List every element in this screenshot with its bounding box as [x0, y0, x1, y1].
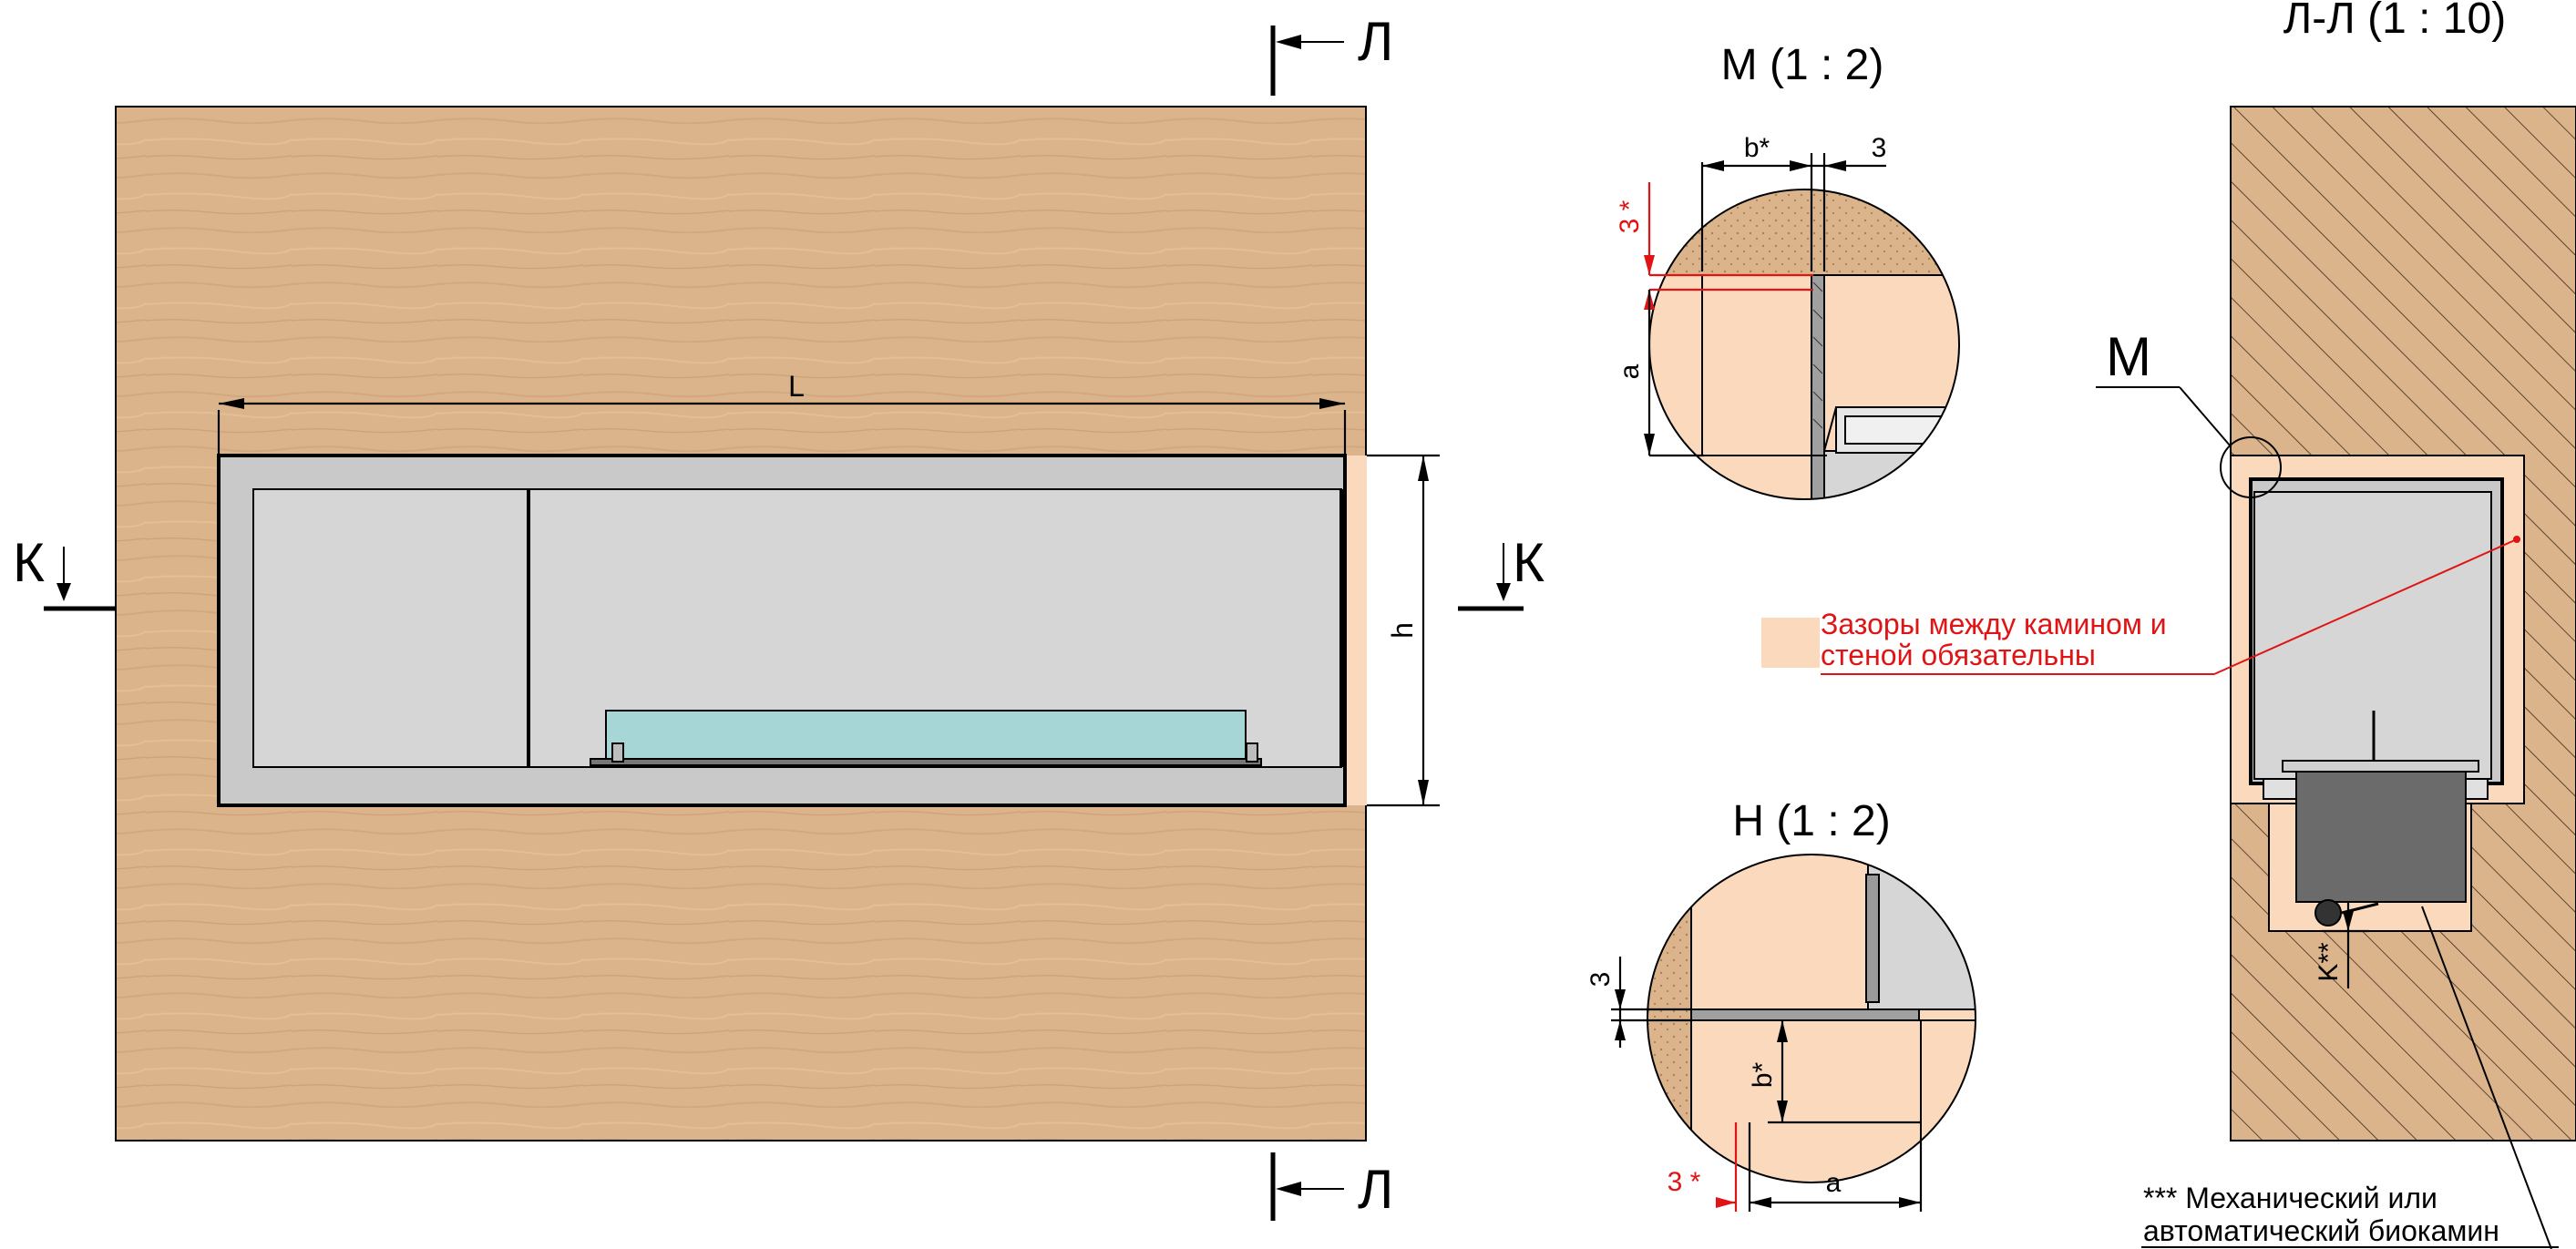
section-L-top: Л — [1270, 11, 1393, 96]
burner-note-line2: автоматический биокамин — [2143, 1214, 2499, 1247]
gap-swatch — [1761, 618, 1820, 668]
detail-M-dim-a: a — [1615, 363, 1645, 379]
section-L-bottom: Л — [1270, 1152, 1393, 1221]
detail-M-dim-b: b* — [1744, 133, 1770, 163]
section-K-left-label: К — [13, 532, 45, 593]
burner-note-line1: *** Механический или — [2143, 1182, 2437, 1214]
glass-screen — [605, 710, 1247, 760]
section-K-right: К — [1458, 532, 1545, 611]
section-L-bottom-label: Л — [1358, 1159, 1393, 1220]
section-K-left: К — [13, 532, 116, 611]
section-LL-title: Л-Л (1 : 10) — [2284, 0, 2506, 43]
gap-note-line1: Зазоры между камином и — [1821, 608, 2167, 640]
dim-h-label: h — [1386, 622, 1419, 639]
section-K-right-label: К — [1513, 532, 1545, 593]
detail-N-dim-b: b* — [1748, 1061, 1778, 1088]
detail-N: Н (1 : 2) 3 b* 3 * — [1586, 797, 1976, 1212]
gap-note-line2: стеной обязательны — [1821, 639, 2096, 671]
gap-strip — [1345, 456, 1367, 805]
firebox-left-panel — [252, 488, 529, 768]
detail-M-title: М (1 : 2) — [1721, 41, 1884, 89]
detail-M: М (1 : 2) b* 3 — [1615, 41, 1960, 500]
glass-foot-right — [1246, 742, 1258, 763]
section-LL-dim-K: K** — [2314, 942, 2344, 982]
detail-N-dim-3: 3 — [1586, 972, 1616, 988]
callout-M-label: М — [2106, 326, 2151, 387]
burner-top — [2282, 760, 2479, 773]
dim-L: L — [217, 370, 1347, 454]
detail-N-dim-a: a — [1826, 1168, 1842, 1198]
dim-h: h — [1367, 454, 1440, 807]
burner-base — [590, 758, 1262, 766]
glass-foot-left — [611, 742, 624, 763]
gap-note-leader — [2213, 538, 2518, 675]
section-LL: Л-Л (1 : 10) K** М — [2096, 0, 2576, 1249]
legend: Зазоры между камином и стеной обязательн… — [1761, 536, 2559, 1248]
front-view: L h К К Л — [13, 11, 1545, 1221]
callout-M-circle — [2220, 436, 2282, 498]
burner-knob — [2314, 899, 2342, 927]
section-L-top-label: Л — [1358, 11, 1393, 72]
dim-L-label: L — [788, 370, 805, 403]
detail-M-dim-3: 3 — [1872, 133, 1887, 163]
detail-M-dim-3star: 3 * — [1615, 200, 1645, 233]
detail-N-title: Н (1 : 2) — [1732, 797, 1890, 845]
detail-N-dim-3star: 3 * — [1668, 1167, 1701, 1197]
burner-box — [2295, 764, 2467, 903]
